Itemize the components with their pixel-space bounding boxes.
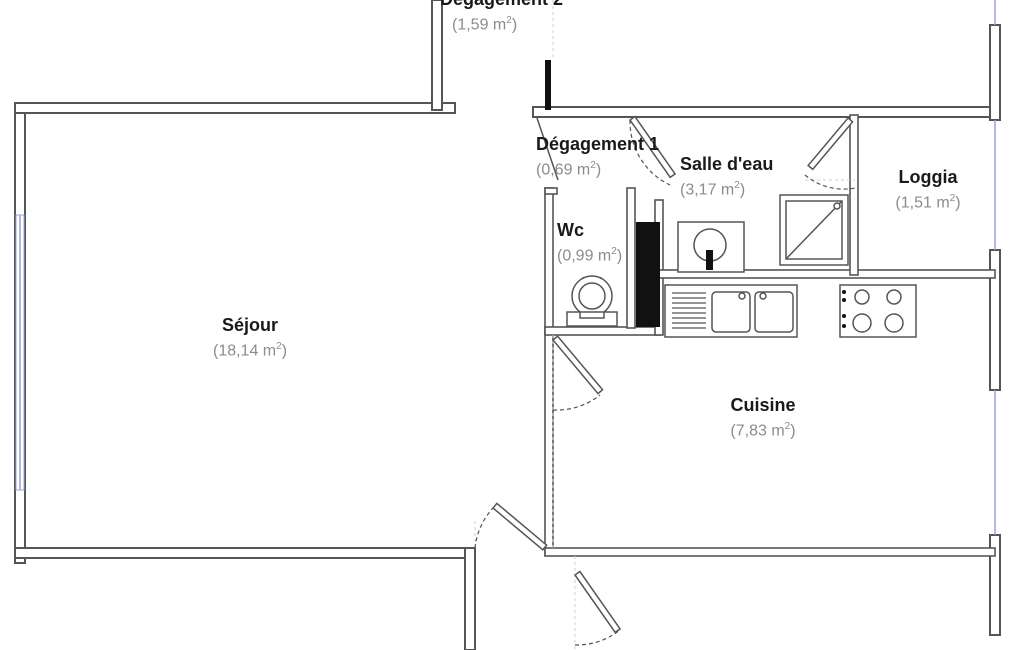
room-name: Dégagement 1 [536, 134, 660, 154]
room-name: Séjour [221, 315, 278, 335]
room-area: (0,99 m2) [557, 246, 623, 265]
room-label-sejour: Séjour (18,14 m2) [190, 314, 310, 362]
room-name: Cuisine [730, 395, 796, 415]
room-name: Salle d'eau [680, 154, 774, 174]
room-area: (1,51 m2) [895, 193, 961, 212]
room-name: Loggia [898, 167, 958, 187]
cooktop-icon [839, 284, 917, 338]
room-label-degagement-1: Dégagement 1 (0,69 m2) [536, 133, 659, 181]
room-area: (3,17 m2) [680, 180, 746, 199]
toilet-icon [566, 275, 618, 327]
windows [15, 0, 996, 535]
room-name: Dégagement 2 [440, 0, 600, 10]
interior-walls [544, 60, 996, 557]
room-area: (18,14 m2) [212, 341, 288, 360]
room-name: Wc [557, 220, 584, 240]
room-label-wc: Wc (0,99 m2) [557, 219, 622, 267]
room-area: (1,59 m2) [452, 15, 518, 34]
bathroom-fixtures [566, 194, 849, 327]
kitchen-fixtures [664, 284, 917, 338]
room-label-degagement-2: Dégagement 2 (1,59 m2) [440, 0, 600, 36]
kitchen-sink-icon [664, 284, 798, 338]
room-label-salle-d-eau: Salle d'eau (3,17 m2) [680, 153, 773, 201]
room-label-loggia: Loggia (1,51 m2) [880, 166, 976, 214]
shower-tray-icon [779, 194, 849, 266]
doors [474, 0, 856, 650]
room-label-cuisine: Cuisine (7,83 m2) [713, 394, 813, 442]
room-area: (0,69 m2) [536, 160, 602, 179]
washbasin-icon [677, 221, 745, 273]
room-area: (7,83 m2) [730, 421, 796, 440]
